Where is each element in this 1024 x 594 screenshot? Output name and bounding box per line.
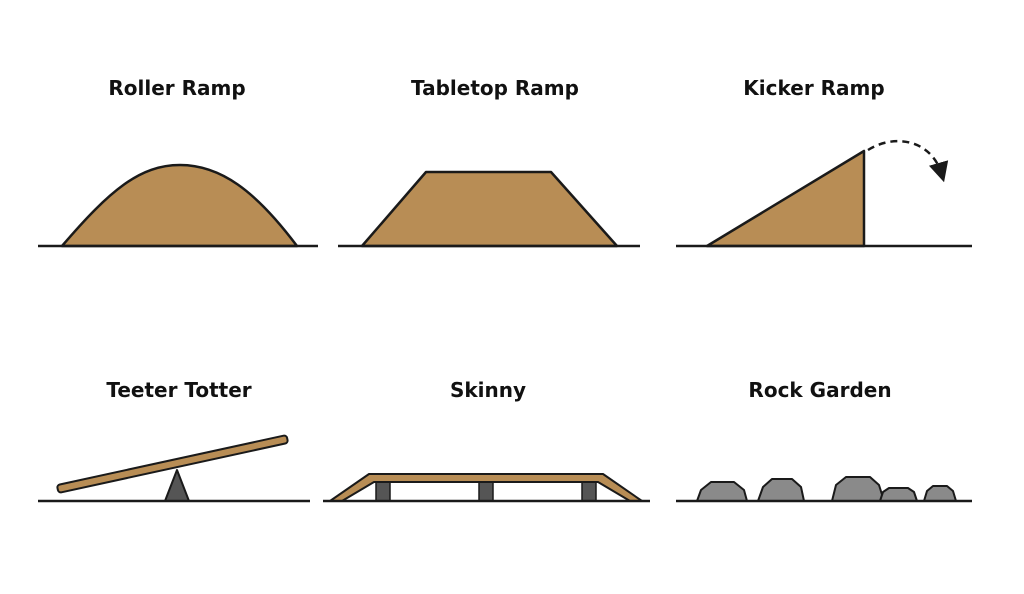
tabletop-ramp-icon	[338, 170, 640, 248]
kicker-ramp-label: Kicker Ramp	[743, 76, 885, 100]
teeter-totter-label: Teeter Totter	[106, 378, 252, 402]
rock-garden-icon	[676, 476, 972, 503]
skinny-label: Skinny	[449, 378, 527, 402]
roller-ramp-label: Roller Ramp	[108, 76, 246, 100]
trajectory-arrow	[867, 139, 949, 183]
teeter-totter-icon	[38, 434, 310, 503]
rock-garden-label: Rock Garden	[748, 378, 892, 402]
tabletop-ramp-label: Tabletop Ramp	[411, 76, 579, 100]
skinny-icon	[323, 473, 650, 503]
roller-ramp-icon	[38, 163, 318, 248]
kicker-ramp-icon	[676, 139, 972, 248]
